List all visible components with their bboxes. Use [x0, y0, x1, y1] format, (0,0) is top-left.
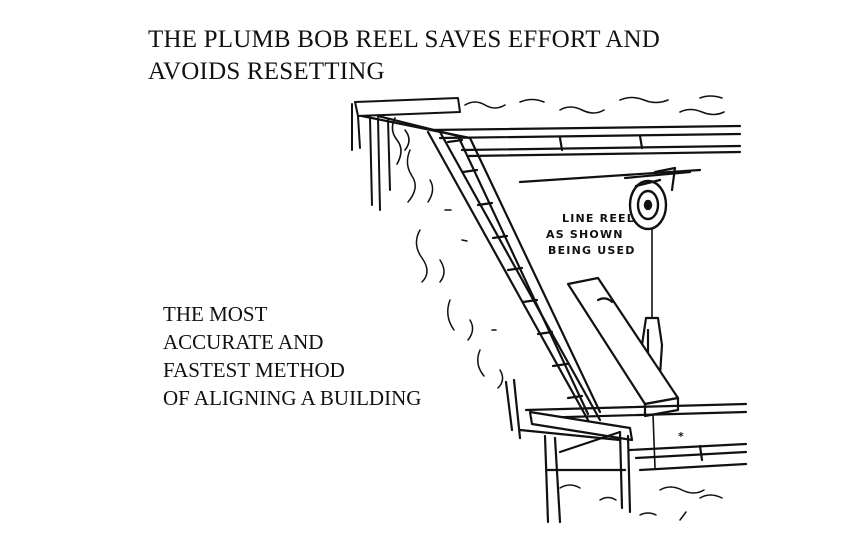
- caption-line-4: OF ALIGNING A BUILDING: [163, 386, 422, 410]
- caption-text: THE MOST ACCURATE AND FASTEST METHOD OF …: [163, 300, 421, 412]
- reel-label-line-3: BEING USED: [548, 244, 636, 257]
- page-title: THE PLUMB BOB REEL SAVES EFFORT AND AVOI…: [148, 24, 660, 88]
- title-line-1: THE PLUMB BOB REEL SAVES EFFORT AND: [148, 26, 661, 53]
- ground-texture-bottom: [559, 484, 723, 521]
- reel-label-line-1: LINE REEL: [562, 212, 635, 225]
- caption-line-3: FASTEST METHOD: [163, 358, 345, 382]
- title-line-2: AVOIDS RESETTING: [148, 58, 385, 85]
- marker-asterisk: *: [678, 430, 685, 443]
- top-corner-post: [351, 97, 461, 211]
- plank: [566, 276, 680, 418]
- top-rail: [428, 124, 742, 158]
- reel-label-line-2: AS SHOWN: [546, 228, 624, 241]
- ground-texture-top: [391, 95, 725, 165]
- line-reel: [628, 178, 668, 231]
- reel-support: [518, 166, 702, 192]
- bottom-beam: [524, 402, 748, 472]
- bottom-corner-post: [504, 378, 634, 524]
- ground-texture-side: [406, 149, 504, 389]
- caption-line-1: THE MOST: [163, 302, 268, 326]
- caption-line-2: ACCURATE AND: [163, 330, 324, 354]
